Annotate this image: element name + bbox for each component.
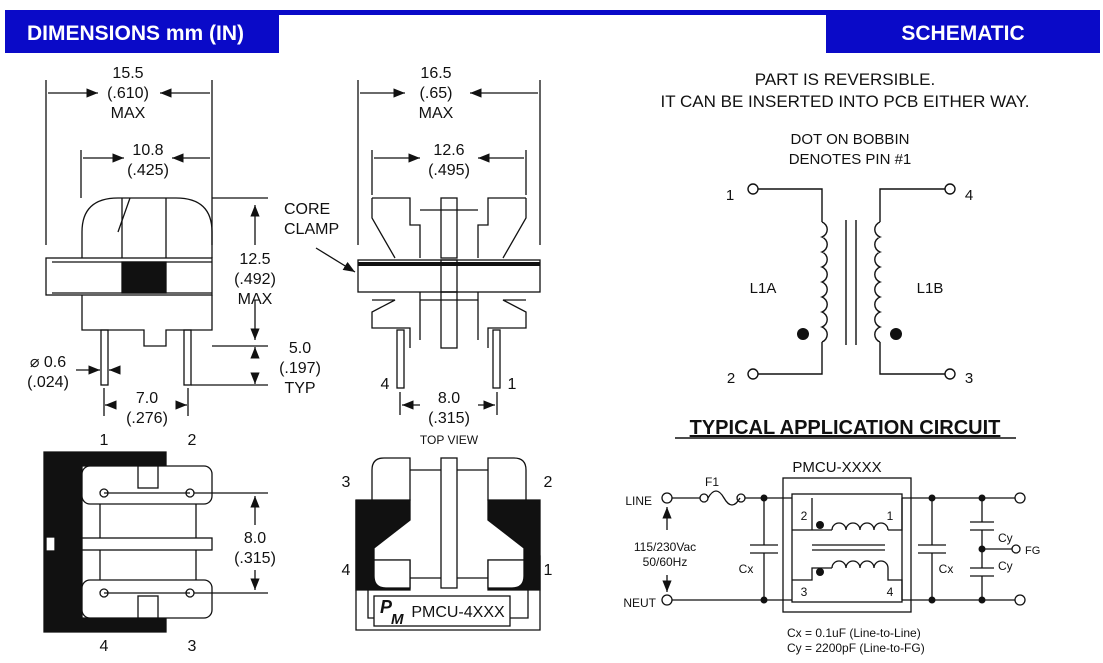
front-pin-1-label: 1 [508,376,517,393]
part-label: PMCU-4XXX [411,604,505,621]
front-view [315,80,541,415]
schem-pin-4: 4 [965,187,973,204]
cx-left-label: Cx [739,562,754,576]
freq-label: 50/60Hz [643,555,688,569]
side-view [45,80,268,416]
cy-top-label: Cy [998,531,1013,545]
dim-pitch-mm: 7.0 [136,390,158,407]
dim-height-mm: 12.5 [239,251,270,268]
dim-pin-diameter-mm: ⌀ 0.6 [30,354,66,371]
dim-spacing-in: (.315) [428,410,470,427]
circuit-junction-dots [760,494,986,604]
fg-label: FG [1025,545,1040,557]
transformer-schematic [747,183,956,380]
top-view-label: TOP VIEW [420,433,479,447]
dim-bottom-mm: 8.0 [244,530,266,547]
dim-width2-note: MAX [419,105,454,122]
reversible-note-2: IT CAN BE INSERTED INTO PCB EITHER WAY. [660,92,1029,111]
cy-bottom-label: Cy [998,559,1013,573]
schematic-header: SCHEMATIC [826,14,1100,53]
schem-pin-1: 1 [726,187,734,204]
application-circuit [661,477,1026,613]
top-pin-2-label: 2 [544,474,553,491]
cy-note: Cy = 2200pF (Line-to-FG) [787,641,925,655]
dot-note-1: DOT ON BOBBIN [791,131,910,148]
application-title: TYPICAL APPLICATION CIRCUIT [690,417,1001,439]
dim-pitch-in: (.276) [126,410,168,427]
app-pin-4: 4 [887,585,894,599]
dim-inner-width-mm: 10.8 [132,142,163,159]
reversible-note-1: PART IS REVERSIBLE. [755,70,935,89]
polarity-dot-right [890,328,902,340]
app-pin-1: 1 [887,509,894,523]
logo-p: P [380,597,393,617]
winding-l1a-label: L1A [750,280,777,297]
dim-pin-length-in: (.197) [279,360,321,377]
dim-width3-mm: 12.6 [433,142,464,159]
schem-pin-2: 2 [727,370,735,387]
front-pin-4-label: 4 [381,376,390,393]
winding-l1b-label: L1B [917,280,944,297]
dim-spacing-mm: 8.0 [438,390,460,407]
dim-width2-mm: 16.5 [420,65,451,82]
dim-height-note: MAX [238,291,273,308]
application-part-label: PMCU-XXXX [792,459,881,476]
dim-pin-length-mm: 5.0 [289,340,311,357]
voltage-label: 115/230Vac [634,540,696,554]
cx-right-label: Cx [939,562,954,576]
dim-width2-in: (.65) [420,85,453,102]
core-clamp-label-2: CLAMP [284,221,339,238]
neut-label: NEUT [623,596,656,610]
dot-note-2: DENOTES PIN #1 [789,151,912,168]
fuse-label: F1 [705,475,719,489]
top-pin-3-label: 3 [342,474,351,491]
dim-pin-length-note: TYP [284,380,315,397]
dimensions-header: DIMENSIONS mm (IN) [5,14,279,53]
bottom-pin-2-label: 2 [188,432,197,449]
bottom-pin-1-label: 1 [100,432,109,449]
cx-note: Cx = 0.1uF (Line-to-Line) [787,626,921,640]
top-view [355,457,541,631]
dim-pin-diameter-in: (.024) [27,374,69,391]
bottom-view [43,451,268,633]
app-pin-3: 3 [801,585,808,599]
dim-inner-width-in: (.425) [127,162,169,179]
core-clamp-label-1: CORE [284,201,330,218]
polarity-dot-left [797,328,809,340]
header-rule [5,10,1100,15]
dim-width3-in: (.495) [428,162,470,179]
app-pin-2: 2 [801,509,808,523]
top-pin-4-label: 4 [342,562,351,579]
schem-pin-3: 3 [965,370,973,387]
bottom-pin-3-label: 3 [188,638,197,655]
logo-m: M [391,611,404,628]
line-label: LINE [625,494,652,508]
dim-height-in: (.492) [234,271,276,288]
dim-bottom-in: (.315) [234,550,276,567]
dim-width-max-in: (.610) [107,85,149,102]
bottom-pin-4-label: 4 [100,638,109,655]
dim-width-max-mm: 15.5 [112,65,143,82]
top-pin-1-label: 1 [544,562,553,579]
dim-width-max-note: MAX [111,105,146,122]
